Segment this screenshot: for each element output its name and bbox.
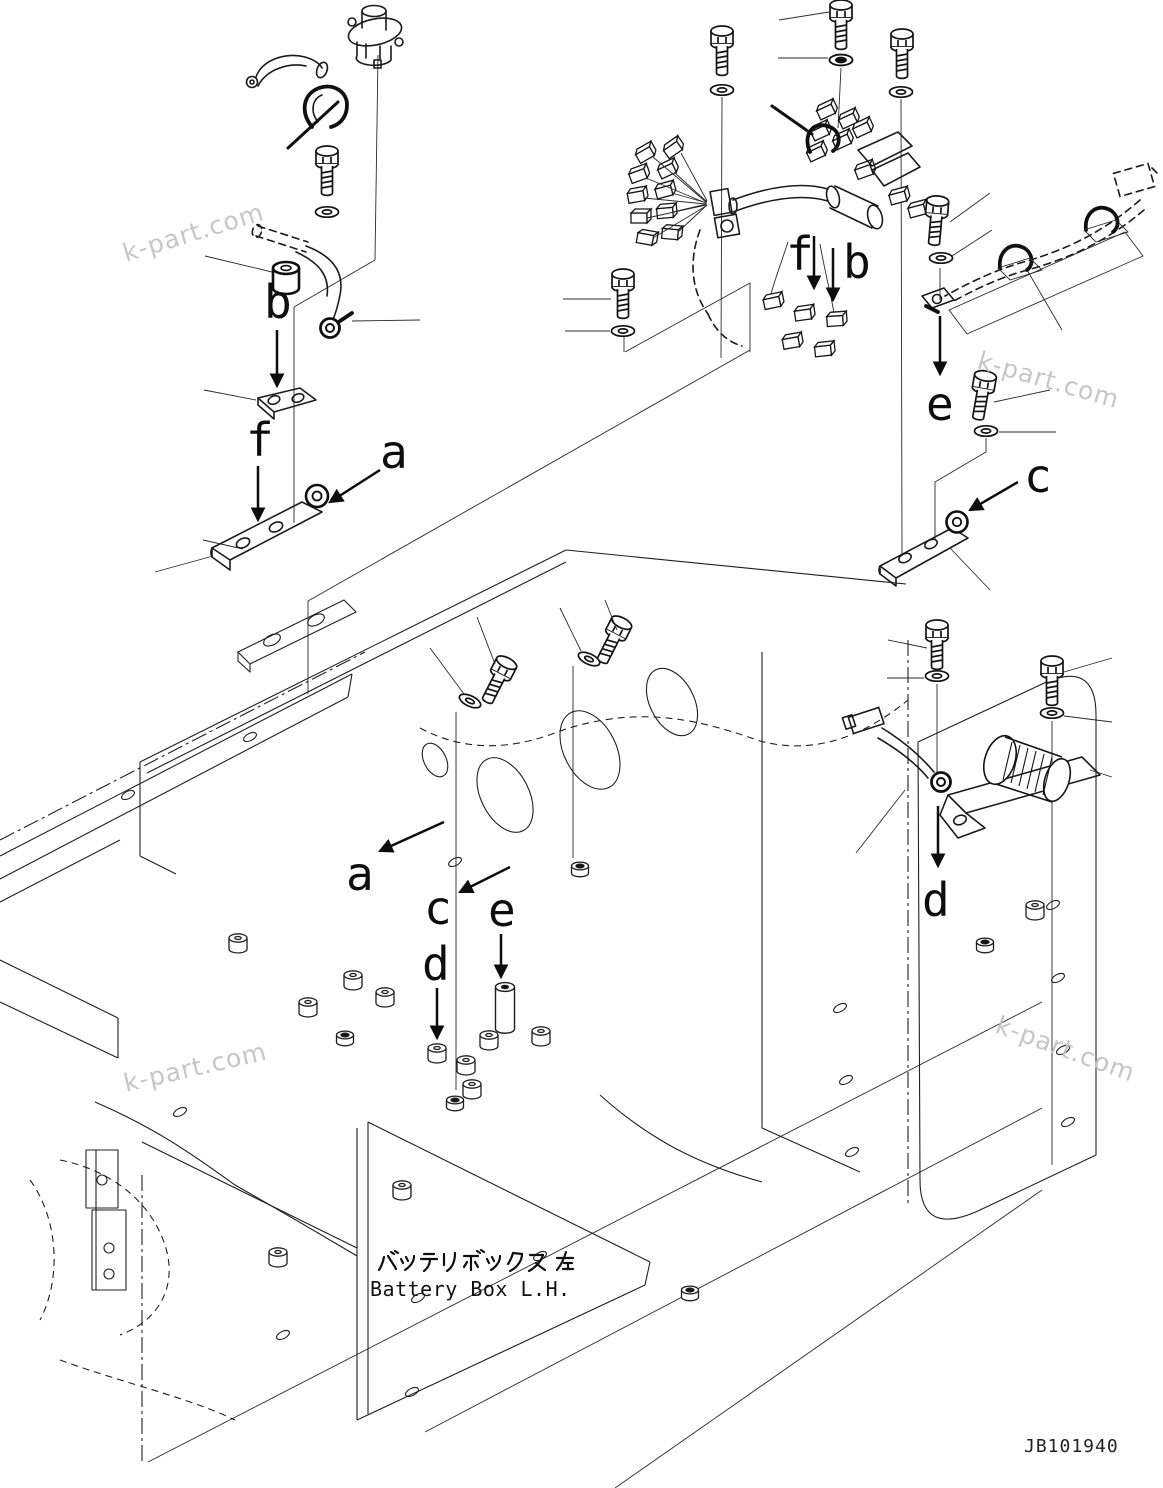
hex-bolt <box>829 0 853 51</box>
washer <box>888 85 914 99</box>
kana-ri <box>442 1251 457 1273</box>
callout-a-left: a <box>380 425 408 479</box>
cluster-top-right <box>563 0 1161 587</box>
cluster-top-left <box>154 4 421 573</box>
washer <box>709 83 735 97</box>
watermark-top-left: k-part.com <box>119 197 267 267</box>
battery-cable <box>921 162 1161 314</box>
hex-bolt <box>710 25 734 77</box>
washer <box>828 53 854 67</box>
relay-assembly <box>939 734 1113 839</box>
switch-assembly <box>347 4 404 69</box>
washer <box>928 251 954 265</box>
callout-d-box: d <box>422 937 450 991</box>
battery-box-structure <box>0 549 1097 1462</box>
drawing-number: JB101940 <box>1024 1436 1119 1457</box>
washer <box>314 205 340 219</box>
cluster-relay <box>841 619 1113 839</box>
kana-tsu-small <box>399 1254 416 1272</box>
callout-c-right: c <box>1024 449 1052 503</box>
hose-stub <box>251 223 342 325</box>
callout-b-left: b <box>264 275 292 329</box>
kana-ba <box>377 1249 400 1272</box>
hex-bolt <box>611 268 635 320</box>
callouts: b f a f b e c d a c e d <box>246 227 1052 1041</box>
clamp-plate <box>203 387 317 420</box>
hex-bolt <box>922 194 950 248</box>
callout-d-right: d <box>922 873 950 927</box>
washer <box>1039 706 1065 720</box>
callout-e-right: e <box>926 377 954 431</box>
washer <box>610 324 636 338</box>
construction-lines <box>147 54 1144 1488</box>
callout-f-right: f <box>786 227 814 281</box>
caption-english: Battery Box L.H. <box>370 1277 571 1301</box>
callout-f-left: f <box>246 413 274 467</box>
kana-ku <box>506 1251 524 1273</box>
kana-tsu-small-2 <box>485 1254 502 1272</box>
watermark-bottom-right: k-part.com <box>992 1010 1139 1087</box>
wire-clip <box>302 84 349 129</box>
callout-c-box: c <box>424 881 452 935</box>
kana-su <box>527 1253 547 1273</box>
hex-bolt <box>925 619 949 671</box>
caption-japanese-glyphs <box>377 1248 575 1273</box>
bracket-c <box>878 510 969 587</box>
hex-bolt <box>1040 655 1064 707</box>
washer <box>924 669 950 683</box>
bracket-a <box>154 483 330 573</box>
washer <box>973 424 999 438</box>
ground-strap <box>245 54 329 89</box>
kana-te <box>419 1252 439 1273</box>
relay-wire <box>841 706 952 793</box>
watermark-top-right: k-part.com <box>974 346 1122 414</box>
kanji-hidari <box>555 1250 575 1272</box>
callout-e-box: e <box>488 883 516 937</box>
watermark-bottom-left: k-part.com <box>121 1037 270 1098</box>
ring-terminal <box>319 311 421 339</box>
hex-bolt <box>315 145 339 197</box>
clip-leader-line <box>286 100 340 150</box>
callout-a-box: a <box>346 847 374 901</box>
kana-bo <box>462 1248 486 1272</box>
callout-b-right: b <box>843 235 871 289</box>
grommet-bushing <box>271 260 301 296</box>
hex-bolt <box>890 28 914 80</box>
wiring-harness <box>625 98 931 358</box>
